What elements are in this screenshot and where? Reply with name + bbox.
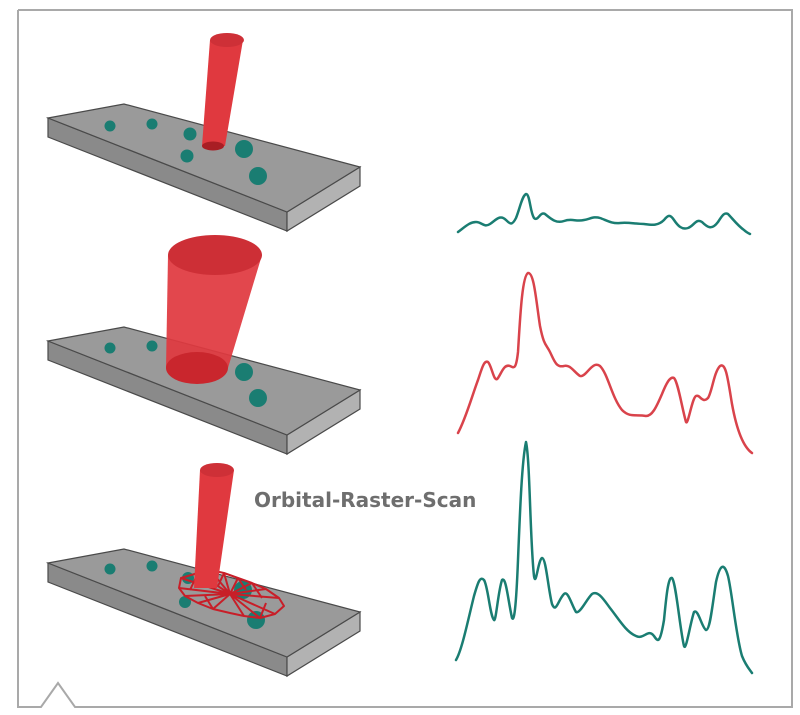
panel-orbital-raster-scan: Orbital-Raster-Scan [45,463,476,678]
particles [104,340,267,407]
particle [249,389,267,407]
scan-chords [189,572,267,619]
particle [104,120,116,132]
beam-top [210,33,244,47]
sample-slide [45,548,362,678]
particle [146,560,158,572]
panel-narrow-beam [45,33,362,233]
signal-trace-orbital-raster-scan [454,440,754,675]
particle [180,149,194,163]
beam-top [200,463,234,477]
panel-wide-beam [45,235,362,456]
signal-trace-narrow-beam [456,192,752,236]
particle [104,342,116,354]
slide-top-face [45,548,362,658]
beam-spot [202,141,224,151]
beam-spot [166,352,228,384]
beam-top [168,235,262,275]
slide-top-face [45,103,362,213]
laser-beam-narrow [202,33,244,151]
particle [104,563,116,575]
figure-frame [17,9,793,708]
sample-slide [45,103,362,233]
particle [146,118,158,130]
beam-body [166,255,262,368]
signal-trace-wide-beam [456,271,754,455]
orbital-raster-scan-label: Orbital-Raster-Scan [254,488,476,512]
particle [249,167,267,185]
particles [104,118,267,185]
beam-body [202,40,243,146]
beam-body [194,470,234,588]
particle [183,127,197,141]
orbital-scan-path [178,569,285,619]
scan-outline [178,569,285,619]
particle [235,363,253,381]
particle [235,140,253,158]
particle [179,596,191,608]
laser-beam-narrow [194,463,234,588]
particle [146,340,158,352]
laser-beam-wide [166,235,262,384]
